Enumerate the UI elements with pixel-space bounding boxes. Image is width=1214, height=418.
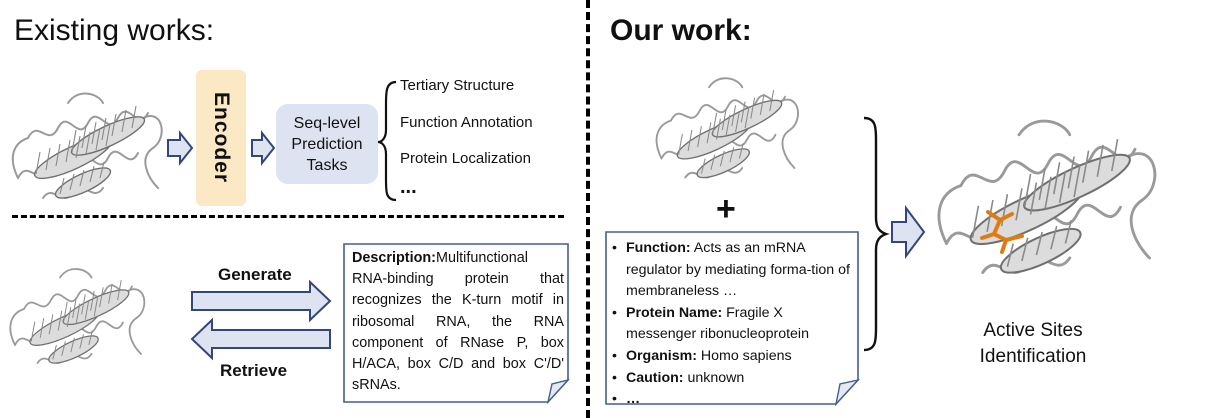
result-arrow (891, 205, 926, 259)
protein-structure-image (9, 268, 146, 370)
retrieve-label: Retrieve (220, 361, 288, 380)
info-value: unknown (683, 369, 745, 386)
protein-structure-image (11, 92, 163, 205)
task-item: Tertiary Structure (400, 77, 515, 94)
protein-info-list: Function: Acts as an mRNA regulator by m… (612, 238, 852, 411)
seq-task-line: Tasks (306, 156, 348, 174)
info-value: Acts as an mRNA regulator by mediating f… (626, 240, 850, 300)
protein-structure-image (655, 77, 799, 184)
info-item-protein-name: Protein Name: Fragile X messenger ribonu… (612, 303, 852, 346)
info-key: Protein Name: (626, 304, 723, 321)
our-work-title: Our work: (610, 14, 752, 47)
result-label: Active Sites Identification (958, 318, 1108, 370)
info-key: Caution: (626, 369, 684, 386)
task-more: ... (400, 176, 417, 198)
info-value: Fragile X messenger ribonucleoprotein (626, 304, 809, 343)
generate-label: Generate (218, 265, 292, 284)
plus-sign: + (716, 190, 736, 228)
arrow-icon (251, 130, 276, 166)
result-line: Identification (979, 346, 1087, 367)
info-key: … (626, 391, 641, 408)
result-line: Active Sites (983, 320, 1083, 341)
seq-task-line: Prediction (291, 135, 363, 153)
brace (377, 80, 397, 202)
horizontal-divider (12, 215, 564, 218)
info-key: Organism: (626, 347, 697, 364)
description-value: Multifunctional RNA-binding protein that… (352, 250, 564, 394)
encoder-block: Encoder (196, 70, 246, 206)
retrieve-arrow (190, 317, 331, 361)
vertical-divider (586, 0, 590, 418)
active-site-marker (980, 210, 1024, 254)
task-item: Protein Localization (400, 150, 531, 167)
arrow-icon (167, 130, 194, 166)
seq-task-line: Seq-level (293, 114, 361, 132)
description-key: Description: (352, 250, 436, 266)
existing-works-title: Existing works: (14, 14, 215, 47)
info-item-more: … (612, 389, 852, 411)
info-item-caution: Caution: unknown (612, 368, 852, 390)
info-item-organism: Organism: Homo sapiens (612, 346, 852, 368)
protein-structure-image (937, 119, 1157, 283)
task-item: Function Annotation (400, 114, 533, 131)
info-item-function: Function: Acts as an mRNA regulator by m… (612, 238, 852, 303)
brace (863, 116, 890, 352)
info-value: Homo sapiens (696, 347, 792, 364)
info-key: Function: (626, 240, 691, 256)
seq-task-box: Seq-level Prediction Tasks (276, 104, 378, 184)
description-note (343, 243, 571, 405)
encoder-label: Encoder (210, 92, 233, 184)
description-text: Description:Multifunctional RNA-binding … (352, 248, 564, 396)
generate-arrow (191, 279, 332, 323)
